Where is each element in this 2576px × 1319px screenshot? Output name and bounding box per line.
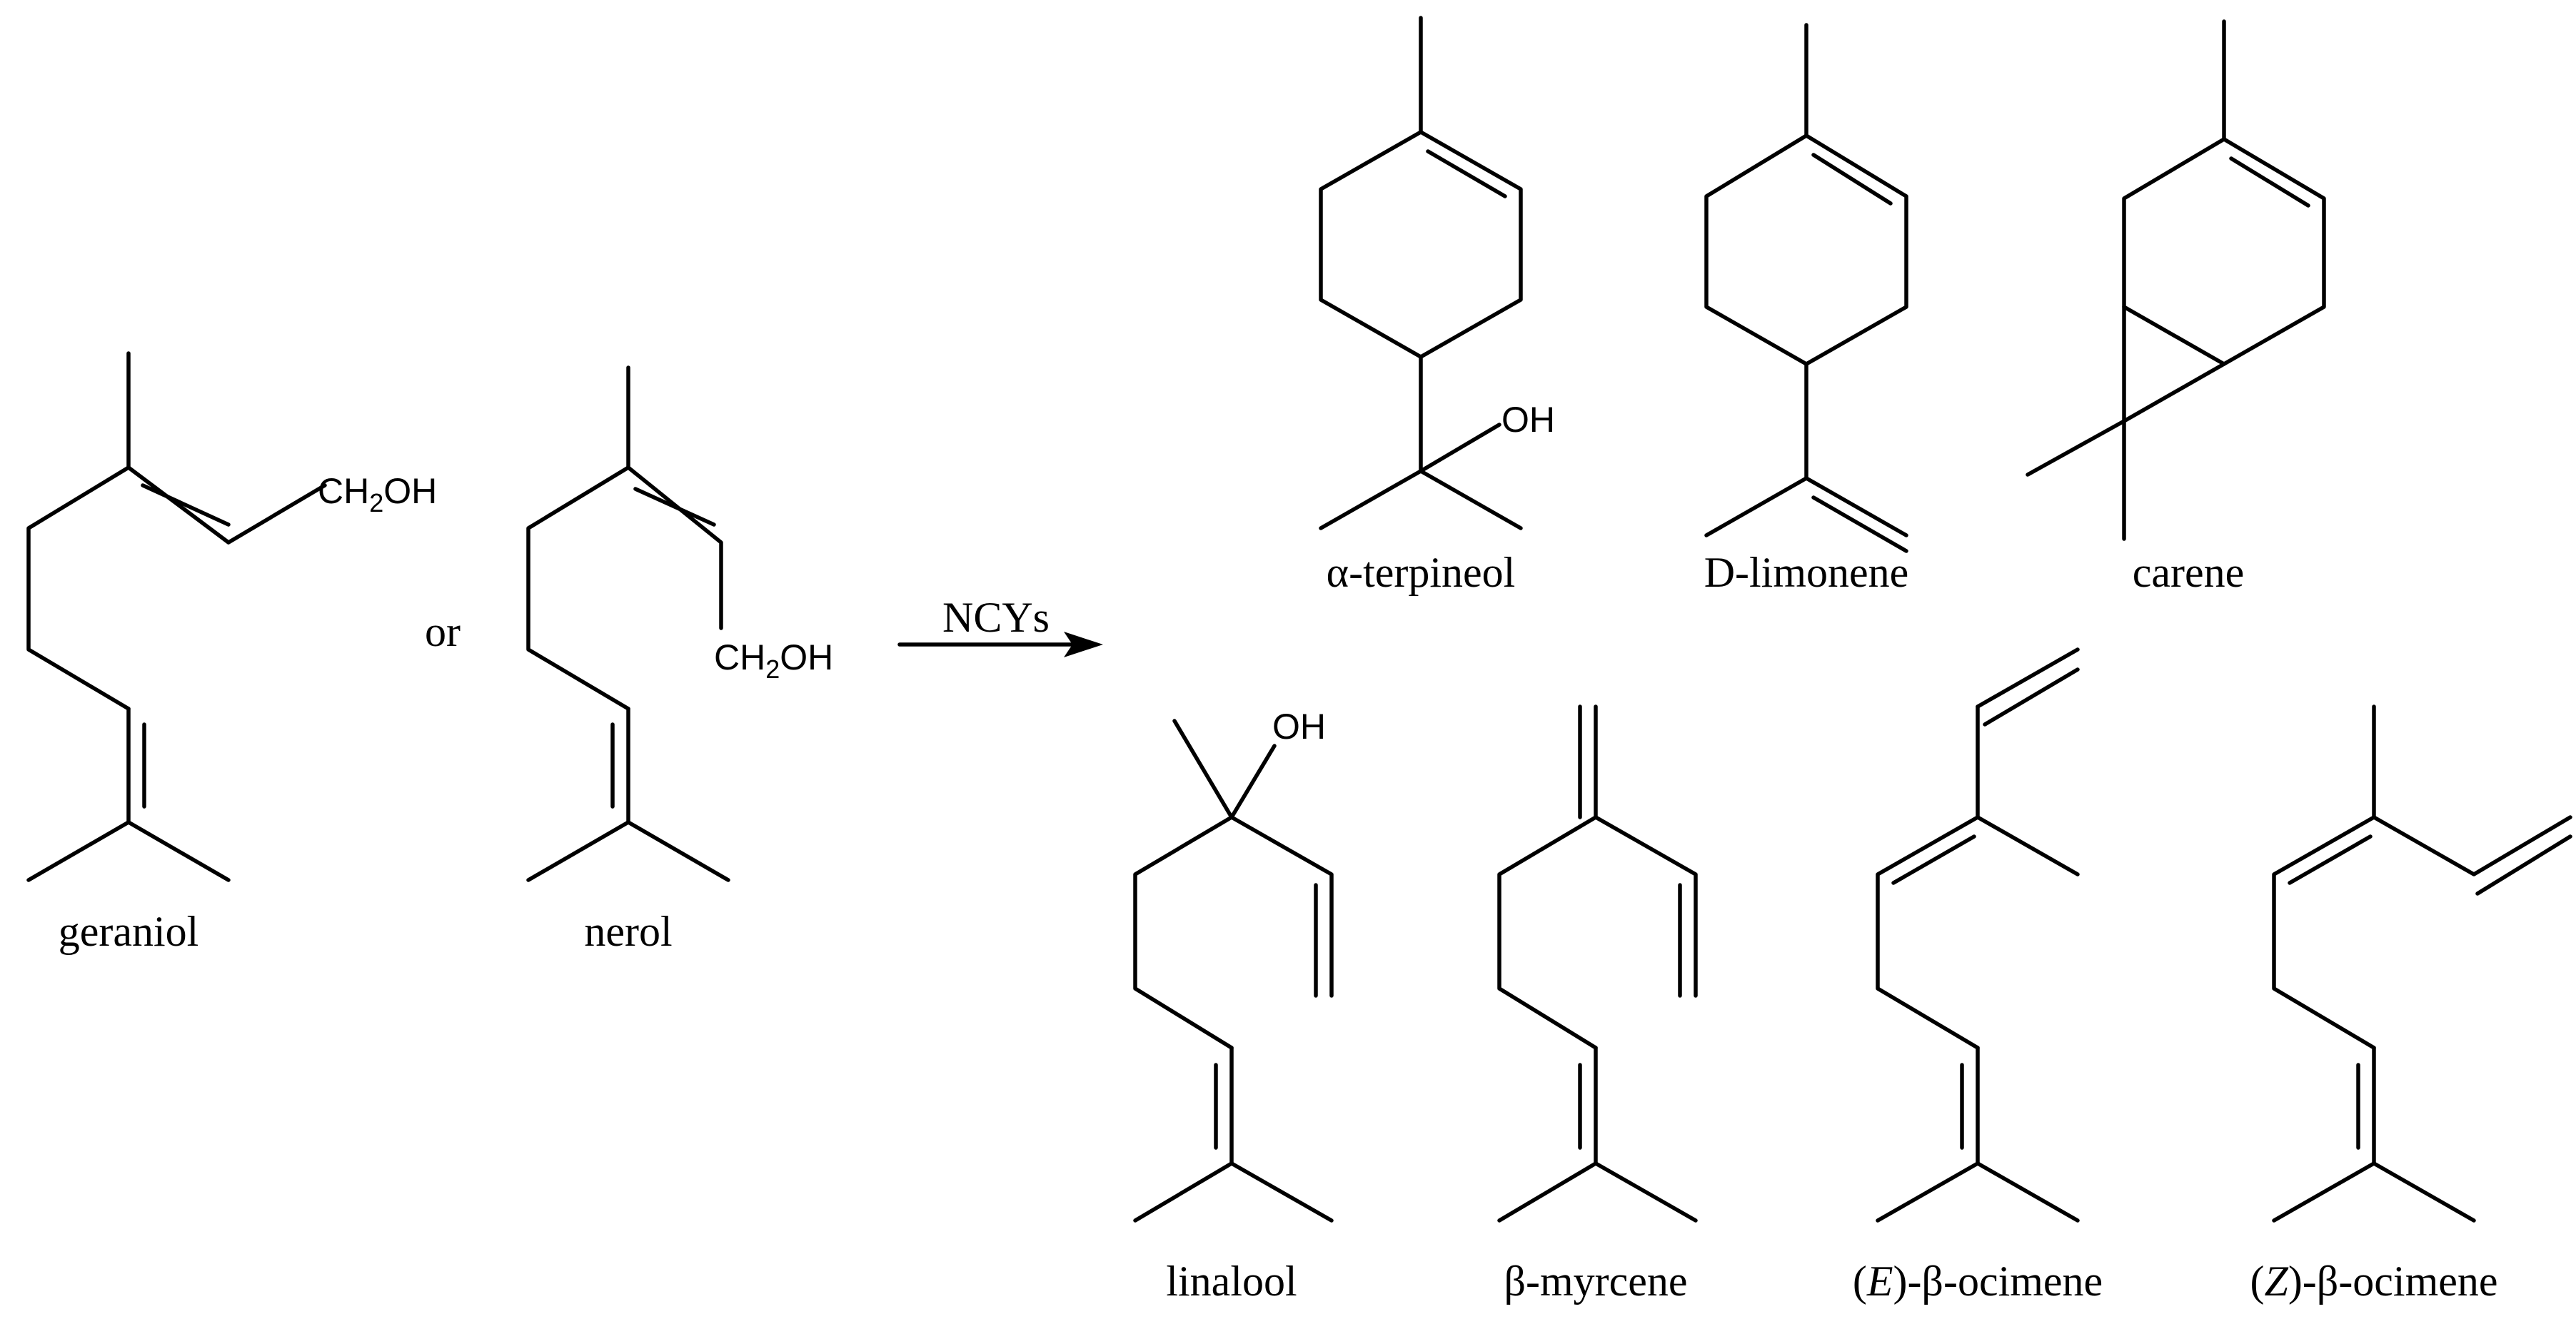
linalool-name: linalool bbox=[1166, 1258, 1297, 1305]
z-ocimene-vinyl-inner bbox=[2475, 834, 2572, 896]
d-limonene-methylene-inner bbox=[1811, 495, 1908, 553]
geraniol-chain bbox=[26, 820, 231, 882]
carene-cyclopropane-right bbox=[2122, 362, 2226, 423]
nerol-double-bond-2-inner bbox=[633, 487, 716, 527]
e-beta-ocimene-structure: (E)-β-ocimene bbox=[1853, 647, 2103, 1305]
z-ocimene-backbone bbox=[2272, 815, 2572, 1050]
nerol-structure: CH2OH nerol bbox=[526, 365, 833, 955]
geraniol-structure: CH2OH geraniol bbox=[26, 351, 437, 955]
z-ocimene-conj-double-inner bbox=[2288, 834, 2373, 885]
linalool-oh-label: OH bbox=[1272, 707, 1326, 747]
e-beta-ocimene-name: (E)-β-ocimene bbox=[1853, 1258, 2103, 1305]
d-limonene-ring-double-inner bbox=[1811, 153, 1893, 206]
e-ocimene-vinyl bbox=[1976, 647, 2080, 709]
carene-ring-double-inner bbox=[2229, 156, 2310, 208]
e-ocimene-vinyl-inner bbox=[1983, 667, 2080, 727]
d-limonene-methyl-left bbox=[1704, 476, 1808, 537]
reagent-label: NCYs bbox=[942, 594, 1050, 641]
nerol-chain bbox=[526, 820, 730, 882]
e-ocimene-conj-double-inner bbox=[1891, 834, 1976, 885]
d-limonene-name: D-limonene bbox=[1704, 549, 1909, 596]
nerol-backbone bbox=[526, 465, 723, 711]
e-ocimene-backbone bbox=[1876, 815, 2080, 1050]
reaction-arrow: NCYs bbox=[897, 594, 1103, 657]
e-ocimene-chain-bottom bbox=[1876, 1161, 2080, 1223]
alpha-terpineol-name: α-terpineol bbox=[1327, 549, 1516, 596]
geraniol-group-label: CH2OH bbox=[318, 471, 437, 517]
nerol-name: nerol bbox=[584, 908, 672, 955]
alpha-terpineol-oh-label: OH bbox=[1501, 400, 1555, 440]
alpha-terpineol-methyl-right bbox=[1419, 469, 1523, 530]
d-limonene-methylene bbox=[1804, 476, 1908, 537]
carene-methyl-left bbox=[2026, 419, 2126, 477]
alpha-terpineol-structure: OH α-terpineol bbox=[1319, 16, 1555, 596]
geraniol-name: geraniol bbox=[59, 908, 199, 955]
or-text: or bbox=[425, 608, 461, 655]
beta-myrcene-chain-bottom bbox=[1497, 1161, 1698, 1223]
d-limonene-structure: D-limonene bbox=[1704, 23, 1909, 596]
carene-ring bbox=[2122, 137, 2326, 366]
carene-structure: carene bbox=[2026, 19, 2326, 596]
z-ocimene-chain-bottom bbox=[2272, 1161, 2476, 1223]
beta-myrcene-structure: β-myrcene bbox=[1497, 704, 1698, 1305]
z-beta-ocimene-name: (Z)-β-ocimene bbox=[2250, 1258, 2497, 1305]
beta-myrcene-name: β-myrcene bbox=[1504, 1258, 1687, 1305]
geraniol-backbone bbox=[26, 465, 327, 711]
linalool-structure: OH linalool bbox=[1133, 707, 1334, 1305]
linalool-methyl bbox=[1172, 719, 1234, 819]
alpha-terpineol-ring-double-inner bbox=[1426, 149, 1507, 198]
z-beta-ocimene-structure: (Z)-β-ocimene bbox=[2250, 704, 2572, 1305]
linalool-backbone bbox=[1133, 815, 1334, 1050]
linalool-chain-bottom bbox=[1133, 1161, 1334, 1223]
alpha-terpineol-ring bbox=[1319, 130, 1523, 359]
geraniol-double-bond-2-inner bbox=[141, 483, 231, 527]
d-limonene-ring bbox=[1704, 133, 1908, 366]
linalool-oh-bond bbox=[1229, 744, 1277, 819]
carene-name: carene bbox=[2133, 549, 2245, 596]
arrow-head bbox=[1064, 632, 1103, 657]
nerol-group-label: CH2OH bbox=[714, 637, 833, 684]
alpha-terpineol-oh-bond bbox=[1419, 423, 1501, 473]
alpha-terpineol-methyl-left bbox=[1319, 469, 1423, 530]
beta-myrcene-backbone bbox=[1497, 815, 1698, 1050]
